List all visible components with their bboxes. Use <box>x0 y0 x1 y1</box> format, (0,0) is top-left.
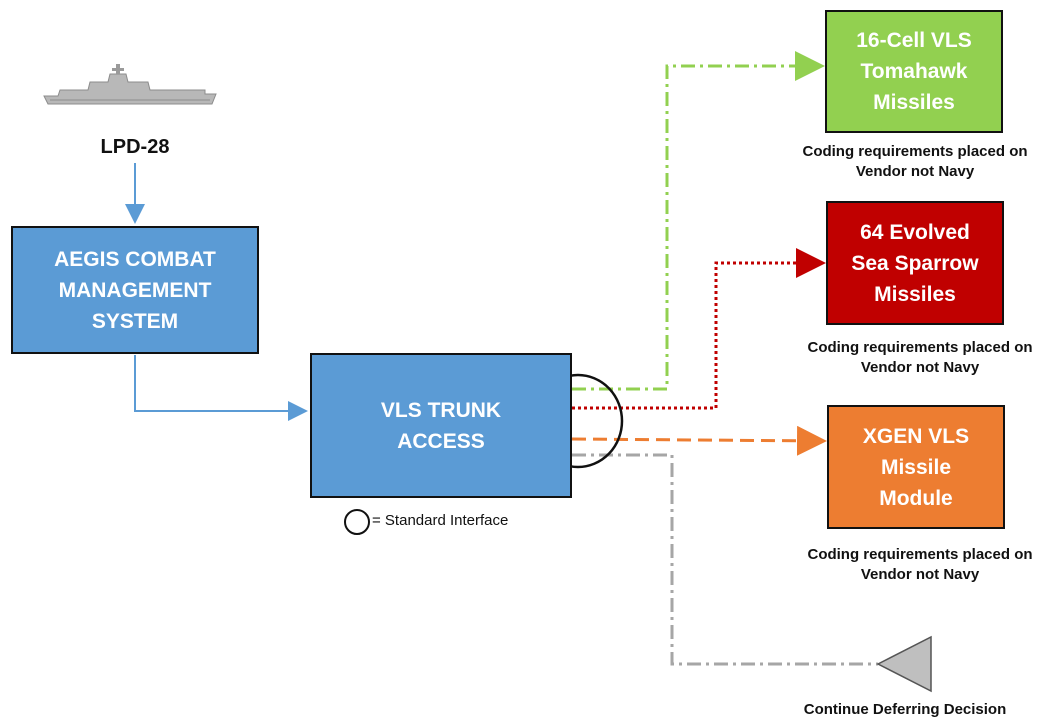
vls-trunk-box: VLS TRUNK ACCESS <box>310 353 572 498</box>
tomahawk-connector <box>572 51 825 391</box>
legend-text: = Standard Interface <box>372 512 509 529</box>
aegis-box: AEGIS COMBAT MANAGEMENT SYSTEM <box>11 226 259 354</box>
legend-circle-icon <box>344 509 370 535</box>
xgen-caption: Coding requirements placed on Vendor not… <box>807 546 1033 583</box>
xgen-box: XGEN VLS Missile Module <box>827 405 1005 529</box>
ship-label: LPD-28 <box>100 136 170 158</box>
defer-connector <box>572 453 878 666</box>
sparrow-caption: Coding requirements placed on Vendor not… <box>807 339 1033 376</box>
sparrow-box: 64 Evolved Sea Sparrow Missiles <box>826 201 1004 325</box>
aegis-to-trunk-arrow <box>134 355 308 421</box>
tomahawk-caption: Coding requirements placed on Vendor not… <box>802 143 1028 180</box>
xgen-connector <box>571 425 827 456</box>
tomahawk-box: 16-Cell VLS Tomahawk Missiles <box>825 10 1003 133</box>
defer-triangle <box>876 635 932 693</box>
sparrow-connector <box>572 248 826 410</box>
ship-icon <box>43 64 217 105</box>
defer-caption: Continue Deferring Decision <box>803 701 1007 718</box>
